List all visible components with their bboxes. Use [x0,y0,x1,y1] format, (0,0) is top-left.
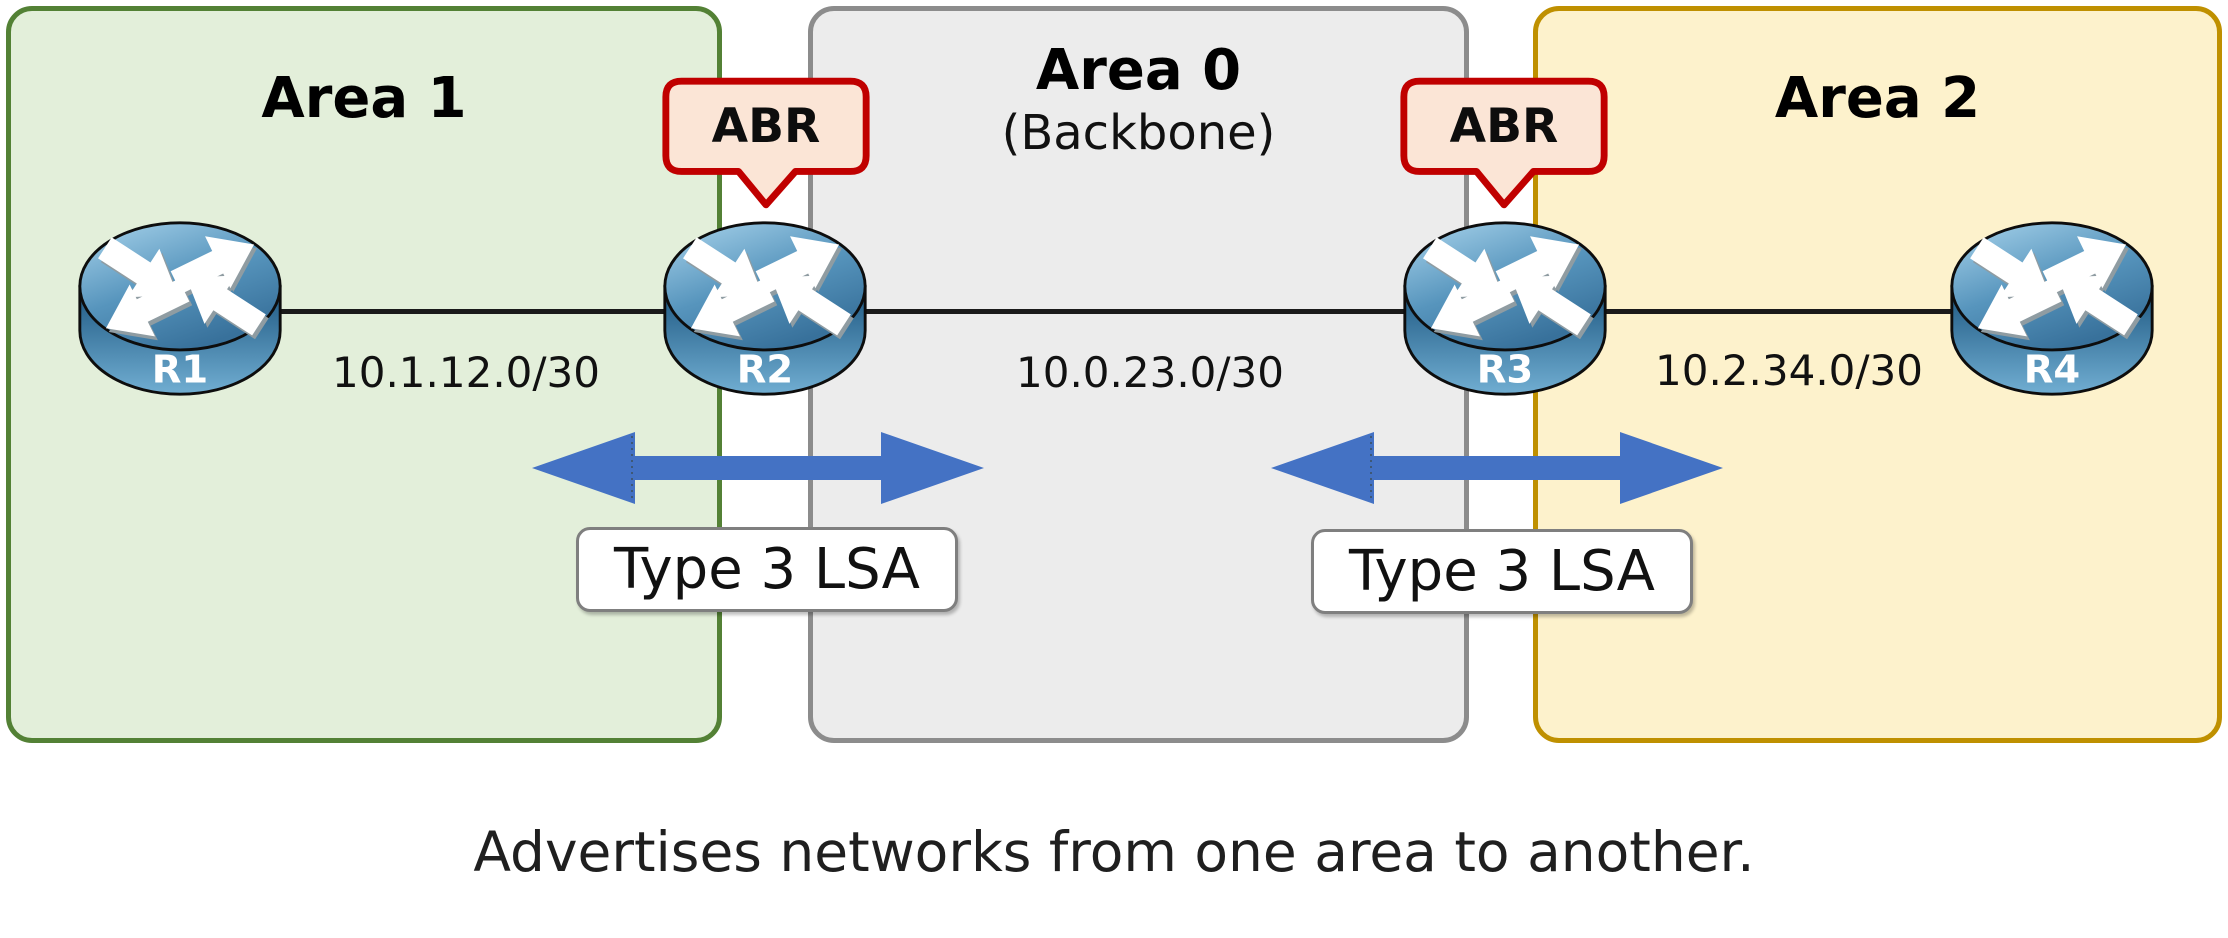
router-r3-label: R3 [1477,348,1533,393]
area1-title: Area 1 [261,66,467,131]
speech-bubble-icon: ABR [1396,73,1612,211]
subnet-label-r2-r3: 10.0.23.0/30 [1016,348,1284,397]
network-link-line [180,309,2052,314]
area0-title: Area 0 [1035,38,1242,103]
router-icon-r4: R4 [1946,217,2158,400]
router-r2: R2 [659,217,871,400]
router-r4: R4 [1946,217,2158,400]
router-r3: R3 [1399,217,1611,400]
abr-badge-label: ABR [712,99,821,154]
area2-title: Area 2 [1774,66,1981,131]
router-icon-r1: R1 [74,217,286,400]
diagram-caption: Advertises networks from one area to ano… [473,820,1755,884]
subnet-label-r1-r2: 10.1.12.0/30 [332,348,600,397]
abr-callout-r3: ABR [1396,73,1612,211]
router-r2-label: R2 [737,348,793,393]
router-r1: R1 [74,217,286,400]
bidirectional-arrow-icon-right [1270,431,1724,505]
router-icon-r2: R2 [659,217,871,400]
router-r1-label: R1 [152,348,208,393]
abr-callout-r2: ABR [658,73,874,211]
abr-badge-label: ABR [1450,99,1559,154]
type3-lsa-label-left: Type 3 LSA [576,527,958,612]
speech-bubble-icon: ABR [658,73,874,211]
subnet-label-r3-r4: 10.2.34.0/30 [1655,346,1923,395]
router-icon-r3: R3 [1399,217,1611,400]
router-r4-label: R4 [2024,348,2080,393]
type3-lsa-label-right: Type 3 LSA [1311,529,1693,614]
bidirectional-arrow-icon-left [531,431,985,505]
area0-subtitle: (Backbone) [1001,105,1276,162]
area0-zone: Area 0 (Backbone) [808,6,1469,743]
